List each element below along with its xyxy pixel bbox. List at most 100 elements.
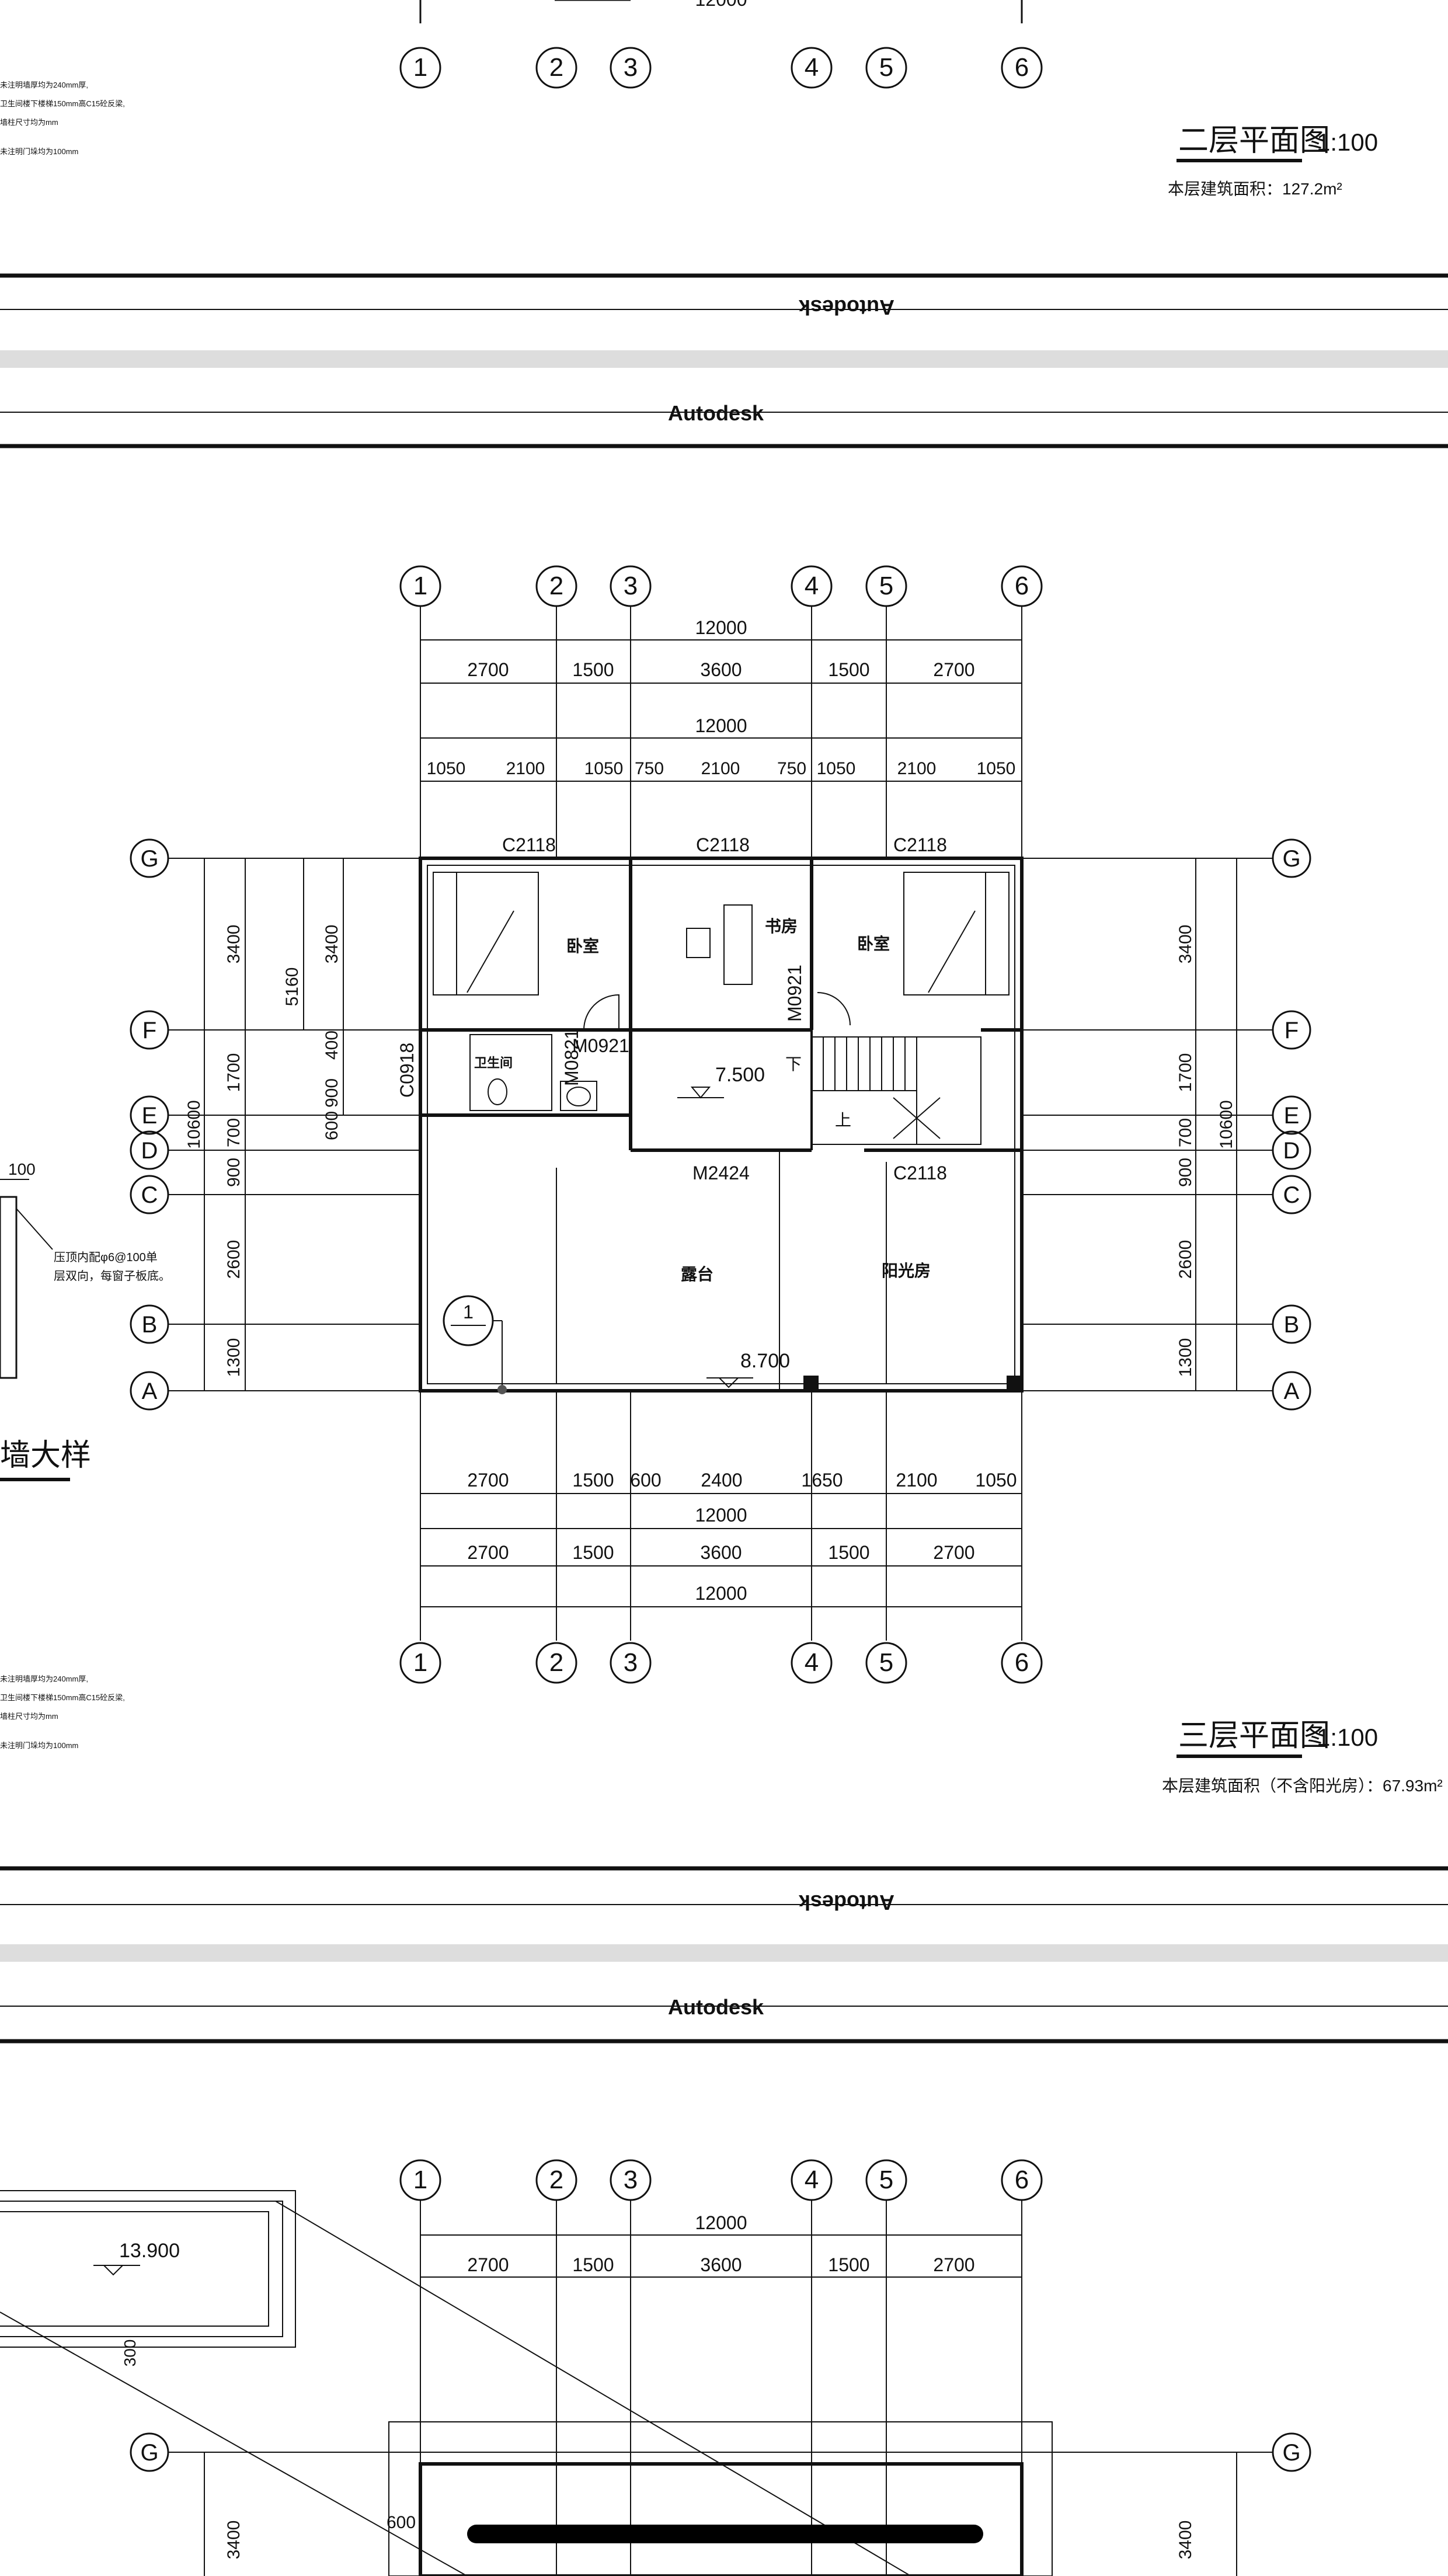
room-label: 露台 (681, 1265, 713, 1283)
axis-bubble: A (1272, 1371, 1311, 1411)
dim-bottom-total2: 12000 (695, 1583, 747, 1604)
svg-text:未注明墙厚均为240mm厚,: 未注明墙厚均为240mm厚, (0, 81, 88, 89)
top-dim-total: 12000 (695, 0, 747, 10)
svg-text:E: E (1284, 1103, 1300, 1129)
dim-top-total: 12000 (695, 2212, 747, 2233)
svg-text:1700: 1700 (1176, 1053, 1195, 1092)
elevation-marker: 13.900 (93, 2240, 180, 2276)
svg-text:750: 750 (635, 759, 664, 778)
svg-text:1: 1 (413, 572, 427, 600)
window-label: C2118 (696, 834, 750, 855)
bed-icon (433, 872, 539, 995)
dim-lines-left (204, 858, 1237, 1391)
svg-text:1500: 1500 (828, 659, 869, 680)
dim-lines-bottom (420, 1391, 1022, 1641)
dim-3400-right: 3400 (1176, 2521, 1195, 2560)
svg-text:2400: 2400 (701, 1470, 742, 1491)
svg-text:C: C (141, 1182, 158, 1208)
svg-text:2100: 2100 (896, 1470, 937, 1491)
axis-bubble: E (1272, 1095, 1311, 1135)
axis-bubble: A (130, 1371, 169, 1411)
svg-text:2700: 2700 (933, 659, 974, 680)
axis-bubble: G (130, 2432, 169, 2472)
stair-up-label: 上 (835, 1111, 851, 1129)
axis-bubble: 5 (865, 47, 907, 89)
stair-down-label: 下 (785, 1055, 802, 1073)
svg-text:3600: 3600 (700, 659, 742, 680)
svg-text:6: 6 (1015, 2166, 1029, 2194)
svg-text:2600: 2600 (224, 1240, 243, 1279)
window-label: C2118 (893, 1162, 947, 1183)
svg-text:1050: 1050 (427, 759, 466, 778)
axis-bubble: 5 (865, 1642, 907, 1684)
svg-text:6: 6 (1015, 572, 1029, 600)
plan-area: 本层建筑面积（不含阳光房）：67.93m² (1162, 1777, 1443, 1795)
svg-text:2: 2 (549, 1648, 563, 1677)
svg-text:压顶内配φ6@100单: 压顶内配φ6@100单 (54, 1251, 158, 1264)
axis-bubble: 4 (791, 2159, 833, 2201)
axis-bubble: 2 (535, 565, 577, 607)
svg-text:2100: 2100 (506, 759, 545, 778)
room-labels: 卧室 书房 卧室 卫生间 露台 阳光房 (474, 917, 931, 1283)
svg-text:G: G (1282, 846, 1300, 872)
svg-text:3: 3 (624, 53, 638, 82)
svg-text:13.900: 13.900 (119, 2240, 180, 2262)
svg-text:1300: 1300 (224, 1338, 243, 1377)
svg-text:100: 100 (8, 1160, 36, 1178)
svg-text:3: 3 (624, 2166, 638, 2194)
svg-text:750: 750 (777, 759, 806, 778)
svg-text:D: D (1283, 1138, 1300, 1164)
svg-text:700: 700 (224, 1118, 243, 1147)
dim-right-values: 3400 1700 700 900 2600 1300 10600 (1176, 925, 1236, 1377)
home-indicator-bar[interactable] (467, 2525, 983, 2543)
axis-bubble: B (130, 1304, 169, 1344)
opening-labels: C2118 C2118 C2118 C0918 C2118 M0921 M092… (396, 834, 947, 1183)
svg-text:1650: 1650 (801, 1470, 843, 1491)
axis-bubble: B (1272, 1304, 1311, 1344)
svg-text:G: G (140, 2440, 158, 2466)
svg-text:2100: 2100 (897, 759, 937, 778)
door-label: M2424 (692, 1162, 750, 1183)
svg-text:2700: 2700 (467, 1470, 509, 1491)
svg-text:900: 900 (224, 1158, 243, 1187)
axis-row-bottom: 1 2 3 4 5 6 (399, 1642, 1043, 1684)
axis-bubble: 1 (399, 1642, 441, 1684)
dim-bottom-row1: 2700 1500 600 2400 1650 2100 1050 (467, 1470, 1017, 1491)
svg-text:600: 600 (630, 1470, 661, 1491)
axis-bubble: 4 (791, 565, 833, 607)
autodesk-header: Autodesk (668, 401, 764, 425)
axis-bubble: 2 (535, 47, 577, 89)
svg-text:700: 700 (1176, 1118, 1195, 1147)
svg-text:1700: 1700 (224, 1053, 243, 1092)
svg-text:5: 5 (879, 572, 893, 600)
svg-text:3400: 3400 (1176, 925, 1195, 964)
plan-area: 本层建筑面积：127.2m² (1168, 180, 1342, 198)
elevation-marker: 7.500 (677, 1064, 765, 1099)
svg-text:1500: 1500 (828, 1542, 869, 1563)
window-label: C0918 (396, 1043, 417, 1098)
svg-text:2700: 2700 (467, 1542, 509, 1563)
svg-text:未注明门垛均为100mm: 未注明门垛均为100mm (0, 147, 78, 156)
svg-text:3400: 3400 (322, 925, 342, 964)
staircase (811, 1036, 981, 1145)
axis-bubble: 6 (1001, 2159, 1043, 2201)
svg-text:B: B (142, 1312, 158, 1338)
door-label: M0921 (784, 965, 805, 1022)
svg-text:2700: 2700 (933, 2254, 974, 2275)
top-axis-row: 1 2 3 4 5 6 (399, 47, 1043, 89)
svg-text:未注明门垛均为100mm: 未注明门垛均为100mm (0, 1741, 78, 1750)
axis-row-top: 1 2 3 4 5 6 (399, 2159, 1043, 2201)
axis-bubble: 1 (399, 565, 441, 607)
axis-bubble: 3 (610, 47, 652, 89)
column (803, 1376, 819, 1391)
svg-text:4: 4 (805, 53, 819, 82)
axis-bubble: 3 (610, 2159, 652, 2201)
svg-text:A: A (142, 1378, 158, 1404)
room-label: 卧室 (566, 937, 599, 955)
axis-bubble: D (1272, 1130, 1311, 1170)
room-label: 卧室 (857, 934, 890, 953)
svg-text:7.500: 7.500 (715, 1064, 765, 1086)
svg-text:600: 600 (322, 1111, 342, 1140)
svg-text:900: 900 (1176, 1158, 1195, 1187)
svg-text:2600: 2600 (1176, 1240, 1195, 1279)
